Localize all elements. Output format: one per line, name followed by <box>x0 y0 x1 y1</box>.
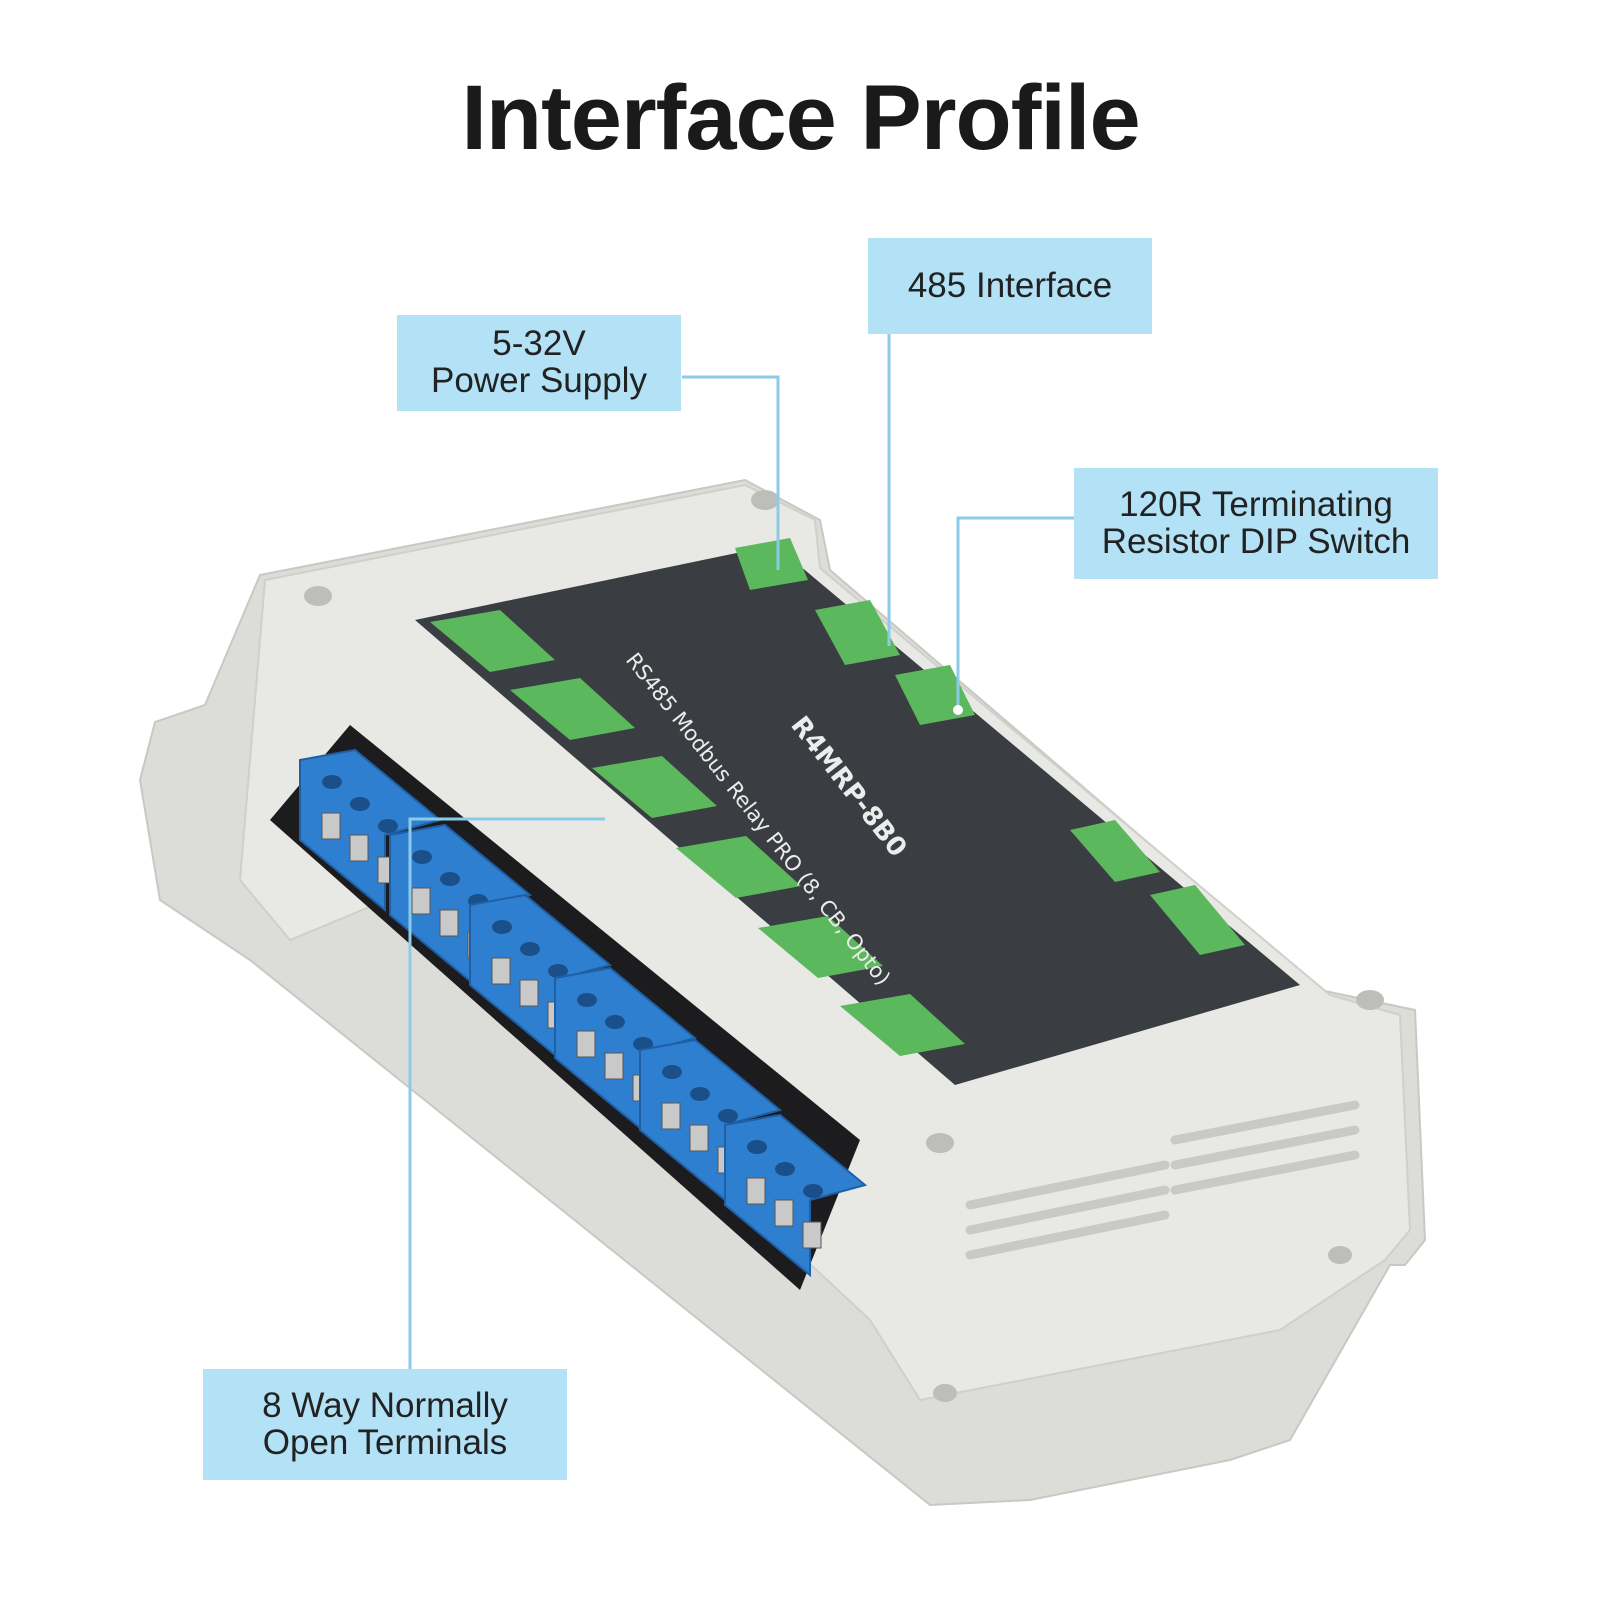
callout-power-line1: 5-32V <box>492 324 586 364</box>
leader-120r <box>956 516 1074 710</box>
screw-slot <box>577 993 597 1007</box>
vents <box>965 1100 1360 1260</box>
terminal-screw <box>661 1102 681 1130</box>
callout-power-supply: 5-32V Power Supply <box>397 315 681 411</box>
screw-slot <box>775 1162 795 1176</box>
terminal-screw <box>439 909 459 937</box>
callout-120r-line1: 120R Terminating <box>1119 484 1393 524</box>
callout-8way-line2: Open Terminals <box>262 1422 508 1462</box>
terminal-screw <box>321 812 341 840</box>
terminal-screw <box>802 1221 822 1249</box>
terminal-screw <box>604 1052 624 1080</box>
terminal-screw <box>746 1177 766 1205</box>
terminal-block <box>724 1113 868 1278</box>
screw-hole <box>751 490 779 510</box>
callout-120r-line2: Resistor DIP Switch <box>1101 521 1411 561</box>
screw-slot <box>350 797 370 811</box>
terminal-screw <box>774 1199 794 1227</box>
screw-hole <box>304 586 332 606</box>
dip-switch-dot <box>953 705 963 715</box>
terminal-screw <box>689 1124 709 1152</box>
terminal-screw <box>349 834 369 862</box>
terminal-screw <box>491 957 511 985</box>
callout-power-line2: Power Supply <box>431 361 647 400</box>
screw-slot <box>803 1184 823 1198</box>
leader-terminals <box>408 817 605 1369</box>
screw-slot <box>662 1065 682 1079</box>
screw-hole <box>1328 1246 1352 1264</box>
screw-slot <box>718 1109 738 1123</box>
screw-hole <box>933 1384 957 1402</box>
callout-8way-line1: 8 Way Normally <box>262 1385 508 1425</box>
screw-slot <box>322 775 342 789</box>
screw-slot <box>492 920 512 934</box>
leader-lines <box>408 334 1074 1369</box>
screw-slot <box>412 850 432 864</box>
screw-slot <box>633 1037 653 1051</box>
screw-slot <box>378 819 398 833</box>
terminal-screw <box>411 887 431 915</box>
terminal-block <box>299 748 443 913</box>
screw-slot <box>520 942 540 956</box>
screw-hole <box>926 1133 954 1153</box>
terminal-screw <box>576 1030 596 1058</box>
relay-label-strips <box>430 538 1245 1056</box>
screw-slot <box>747 1140 767 1154</box>
screw-hole <box>1356 990 1384 1010</box>
page-title: Interface Profile <box>461 67 1140 169</box>
terminal-blocks <box>299 748 868 1278</box>
panel <box>415 545 1300 1085</box>
leader-power <box>682 375 780 570</box>
terminal-screw <box>519 979 539 1007</box>
callout-terminating-resistor: 120R Terminating Resistor DIP Switch <box>1074 468 1438 579</box>
screw-slot <box>548 964 568 978</box>
callout-485-label: 485 Interface <box>907 265 1113 305</box>
screw-slot <box>690 1087 710 1101</box>
screw-slot <box>440 872 460 886</box>
screw-slot <box>605 1015 625 1029</box>
callout-485-interface: 485 Interface <box>868 238 1152 334</box>
callout-open-terminals: 8 Way Normally Open Terminals <box>203 1369 567 1480</box>
